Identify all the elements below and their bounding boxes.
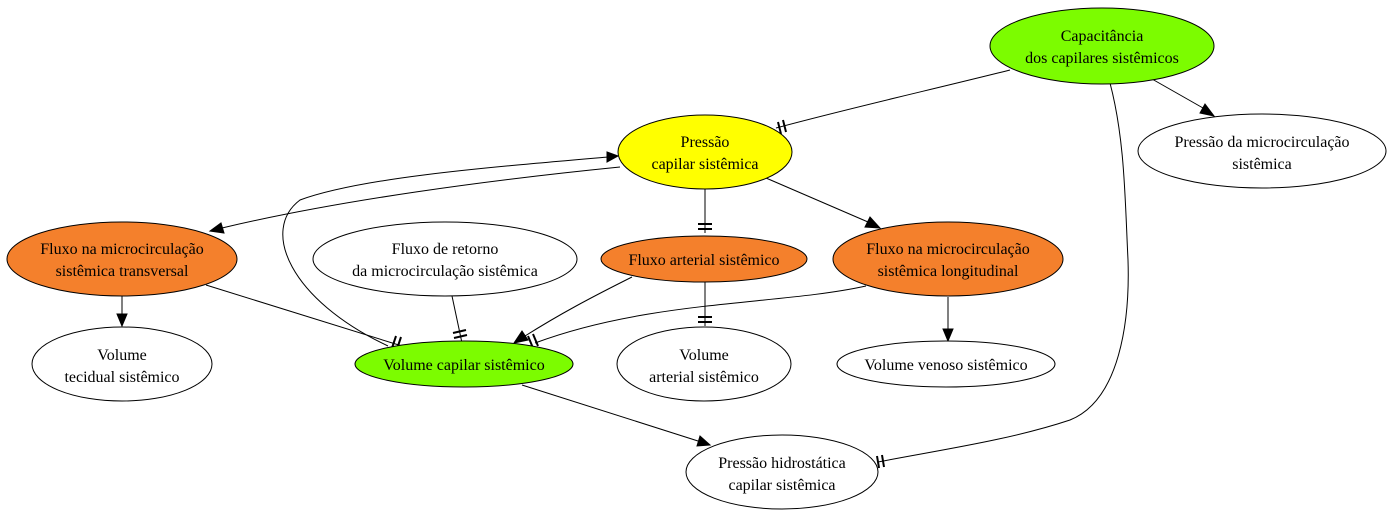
- node-fluxo-transversal-line2: sistêmica transversal: [56, 263, 189, 280]
- node-pressao-hidrostatica-line2: capilar sistêmica: [728, 477, 835, 494]
- node-volume-tecidual-line2: tecidual sistêmico: [64, 369, 179, 386]
- edge-pressao-capilar-to-fluxo-transversal: [208, 166, 621, 234]
- node-pressao-hidrostatica-line1: Pressão hidrostática: [718, 455, 846, 472]
- edge-capacitancia-to-pressao-hidrostatica: [876, 82, 1129, 469]
- node-volume-capilar-line1: Volume capilar sistêmico: [383, 357, 544, 374]
- edge-fluxo-transversal-to-volume-tecidual: [116, 295, 128, 328]
- node-pressao-microcirculacao-line1: Pressão da microcirculação: [1174, 134, 1349, 151]
- node-capacitancia: Capacitância dos capilares sistêmicos: [989, 7, 1215, 85]
- node-fluxo-transversal: Fluxo na microcirculação sistêmica trans…: [6, 221, 238, 297]
- edge-fluxo-arterial-to-volume-capilar: [512, 276, 633, 344]
- node-fluxo-arterial: Fluxo arterial sistêmico: [600, 235, 808, 283]
- node-fluxo-longitudinal-line2: sistêmica longitudinal: [878, 263, 1019, 280]
- node-fluxo-longitudinal-line1: Fluxo na microcirculação: [866, 241, 1030, 258]
- node-pressao-capilar: Pressão capilar sistêmica: [617, 114, 793, 190]
- node-volume-arterial-line2: arterial sistêmico: [649, 369, 759, 386]
- edge-capacitancia-to-pressao-microcirculacao: [1151, 78, 1216, 117]
- node-pressao-microcirculacao: Pressão da microcirculação sistêmica: [1137, 113, 1387, 189]
- node-volume-arterial-line1: Volume: [679, 347, 728, 364]
- node-volume-arterial: Volume arterial sistêmico: [616, 326, 792, 402]
- node-capacitancia-line1: Capacitância: [1061, 28, 1144, 45]
- node-volume-venoso: Volume venoso sistêmico: [836, 340, 1056, 388]
- node-volume-tecidual-line1: Volume: [97, 347, 146, 364]
- node-pressao-capilar-line1: Pressão: [681, 134, 730, 151]
- edge-fluxo-transversal-to-volume-capilar: [205, 284, 403, 350]
- edge-pressao-capilar-to-fluxo-longitudinal: [765, 177, 882, 229]
- node-pressao-hidrostatica: Pressão hidrostática capilar sistêmica: [685, 434, 879, 510]
- node-fluxo-retorno: Fluxo de retorno da microcirculação sist…: [312, 221, 578, 297]
- edge-volume-capilar-to-pressao-capilar: [282, 151, 620, 347]
- edge-pressao-capilar-to-fluxo-arterial: [698, 187, 712, 233]
- node-fluxo-retorno-line2: da microcirculação sistêmica: [352, 263, 538, 280]
- node-fluxo-arterial-line1: Fluxo arterial sistêmico: [628, 252, 779, 269]
- edge-capacitancia-to-pressao-capilar: [775, 69, 1011, 135]
- nodes-layer: Capacitância dos capilares sistêmicos Pr…: [6, 7, 1387, 510]
- node-fluxo-retorno-line1: Fluxo de retorno: [392, 241, 499, 258]
- edge-volume-capilar-to-pressao-hidrostatica: [521, 384, 712, 447]
- node-volume-tecidual: Volume tecidual sistêmico: [31, 326, 213, 402]
- node-volume-venoso-line1: Volume venoso sistêmico: [864, 357, 1027, 374]
- node-capacitancia-line2: dos capilares sistêmicos: [1025, 50, 1179, 67]
- node-fluxo-transversal-line1: Fluxo na microcirculação: [40, 241, 204, 258]
- edge-fluxo-retorno-to-volume-capilar: [451, 295, 468, 344]
- edge-fluxo-longitudinal-to-volume-venoso: [942, 297, 954, 343]
- node-pressao-microcirculacao-line2: sistêmica: [1232, 156, 1292, 173]
- node-volume-capilar: Volume capilar sistêmico: [354, 340, 574, 388]
- node-fluxo-longitudinal: Fluxo na microcirculação sistêmica longi…: [832, 221, 1064, 297]
- edge-fluxo-arterial-to-volume-arterial: [698, 282, 712, 326]
- node-pressao-capilar-line2: capilar sistêmica: [651, 156, 758, 173]
